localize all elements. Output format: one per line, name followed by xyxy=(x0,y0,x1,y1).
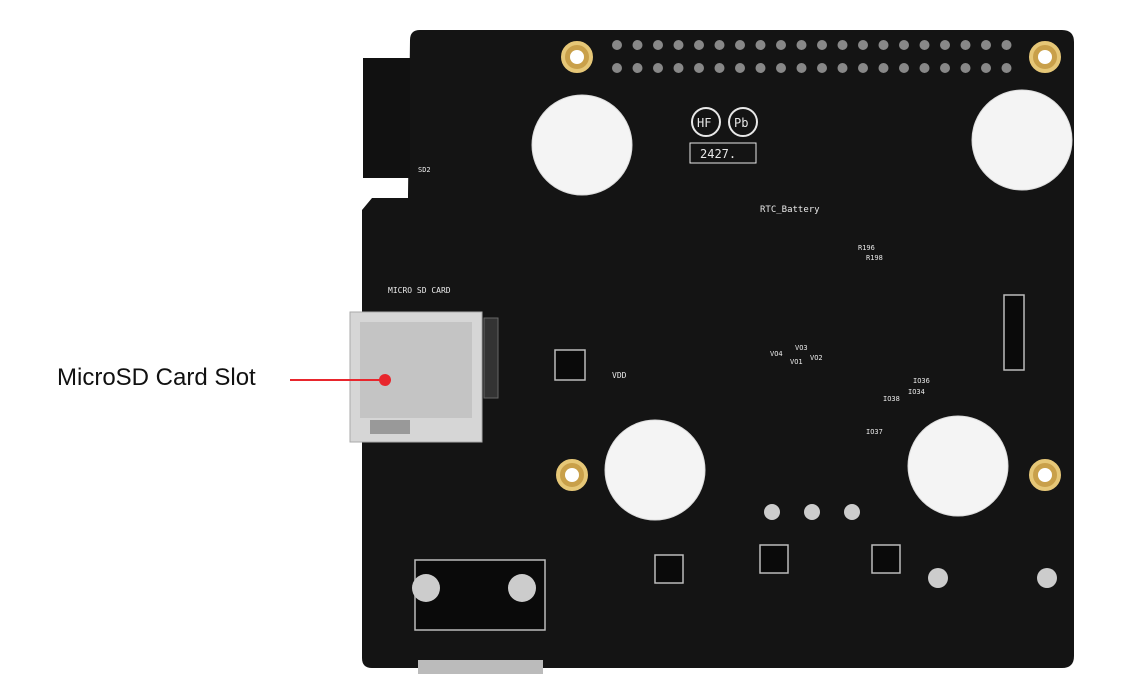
header-pin xyxy=(612,40,622,50)
microsd-card-slot xyxy=(349,311,499,443)
usb-connector xyxy=(418,660,543,674)
silk-r196: R196 xyxy=(858,244,875,252)
callout-dot xyxy=(379,374,391,386)
header-pin xyxy=(1001,63,1012,73)
header-pin xyxy=(817,63,827,73)
header-pin xyxy=(837,63,848,73)
header-pin xyxy=(735,63,745,73)
header-pin xyxy=(755,63,766,73)
silk-vo1: VO1 xyxy=(790,358,803,366)
header-pin xyxy=(776,40,786,50)
header-pin xyxy=(919,40,930,50)
header-pin xyxy=(960,40,971,50)
header-pin xyxy=(919,63,930,73)
silk-io37: IO37 xyxy=(866,428,883,436)
silk-r198: R198 xyxy=(866,254,883,262)
header-pin xyxy=(981,63,991,73)
header-pin xyxy=(632,40,643,50)
header-pin xyxy=(714,63,725,73)
header-pin xyxy=(755,40,766,50)
header-pin xyxy=(940,40,950,50)
header-pin xyxy=(776,63,786,73)
header-pin xyxy=(960,63,971,73)
header-pin xyxy=(899,63,909,73)
mounting-hole-centers xyxy=(565,50,1052,482)
silk-vo2: VO2 xyxy=(810,354,823,362)
header-pin xyxy=(899,40,909,50)
silk-io38: IO38 xyxy=(883,395,900,403)
header-pin xyxy=(940,63,950,73)
silk-io36: IO36 xyxy=(913,377,930,385)
header-pin xyxy=(878,63,889,73)
silk-sd2: SD2 xyxy=(418,166,431,174)
header-pin xyxy=(837,40,848,50)
gpio-pin-header xyxy=(612,40,1012,73)
header-pin xyxy=(673,40,684,50)
silk-io34: IO34 xyxy=(908,388,925,396)
button-cutouts xyxy=(531,89,1073,521)
silk-date-code: 2427. xyxy=(700,147,736,161)
header-pin xyxy=(653,40,663,50)
header-pin xyxy=(1001,40,1012,50)
header-pin xyxy=(694,40,704,50)
connector-pads xyxy=(412,504,1057,602)
header-pin xyxy=(796,63,807,73)
header-pin xyxy=(673,63,684,73)
pcb-outline xyxy=(362,30,1074,668)
label-tab xyxy=(363,58,410,178)
silk-vdd: VDD xyxy=(612,371,627,380)
header-pin xyxy=(612,63,622,73)
header-pin xyxy=(858,40,868,50)
header-pin xyxy=(735,40,745,50)
header-pin xyxy=(653,63,663,73)
header-pin xyxy=(981,40,991,50)
mounting-holes xyxy=(556,41,1061,491)
header-pin xyxy=(817,40,827,50)
silk-vo3: VO3 xyxy=(795,344,808,352)
header-pin xyxy=(632,63,643,73)
header-pin xyxy=(694,63,704,73)
silk-hf: HF xyxy=(697,116,711,130)
silk-vo4: VO4 xyxy=(770,350,783,358)
callout-label-microsd: MicroSD Card Slot xyxy=(57,364,256,391)
silk-sd-card: MICRO SD CARD xyxy=(388,286,451,295)
header-pin xyxy=(796,40,807,50)
header-pin xyxy=(858,63,868,73)
header-pin xyxy=(714,40,725,50)
silk-rtc: RTC_Battery xyxy=(760,205,820,215)
silk-pb: Pb xyxy=(734,116,748,130)
header-pin xyxy=(878,40,889,50)
